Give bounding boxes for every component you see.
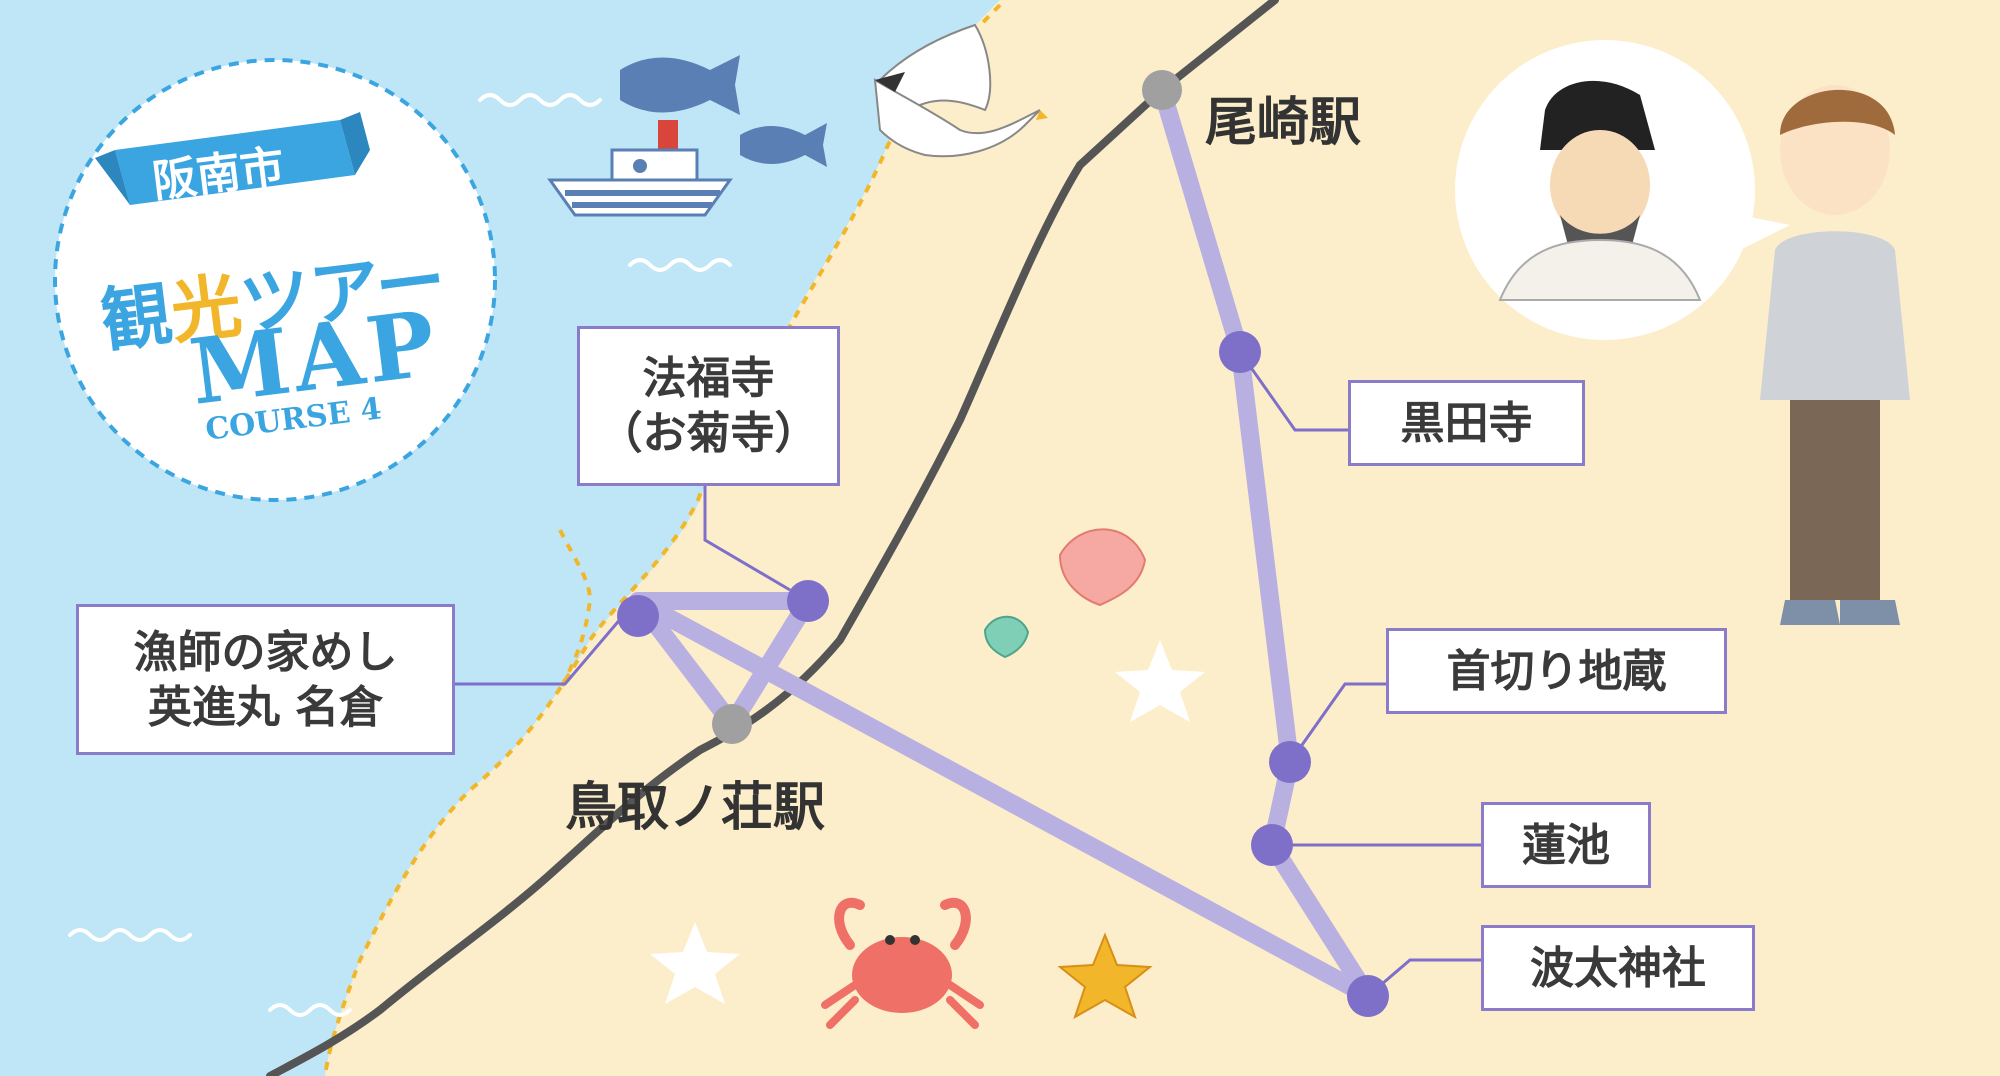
traveler-icon — [1760, 85, 1910, 625]
waves — [68, 93, 732, 1017]
title-badge — [53, 58, 497, 502]
ryoshi-label: 漁師の家めし 英進丸 名倉 — [76, 604, 455, 755]
title-kanji: 観 — [96, 272, 177, 363]
crab-icon — [821, 897, 984, 1029]
kurodadera-label: 黒田寺 — [1348, 380, 1585, 466]
shell-icon — [983, 528, 1147, 659]
hofukuji-label: 法福寺 （お菊寺） — [577, 326, 840, 486]
ryoshi-name: 漁師の家めし — [133, 626, 398, 678]
hofukuji-dot — [787, 580, 829, 622]
hofukuji-name: 法福寺 — [642, 353, 775, 404]
connector-lines — [455, 351, 1481, 998]
ryoshi-sub: 英進丸 名倉 — [147, 681, 384, 733]
bay-notch — [558, 529, 593, 691]
spot-dots — [617, 331, 1389, 1017]
route-lines — [629, 81, 1377, 1005]
hata-dot — [1347, 975, 1389, 1017]
kubikiri-label: 首切り地蔵 — [1386, 628, 1727, 714]
ozaki-station-label: 尾崎駅 — [1205, 93, 1362, 153]
seagull-icon — [873, 23, 1048, 158]
ozaki-station-dot — [1142, 70, 1182, 110]
tottori-station-dot — [712, 704, 752, 744]
kubikiri-dot — [1269, 741, 1311, 783]
hasuike-dot — [1251, 824, 1293, 866]
tottori-station-label: 鳥取ノ荘駅 — [565, 778, 826, 838]
coastline — [323, 3, 1002, 1076]
speech-bubble — [1455, 40, 1790, 340]
hasuike-label: 蓮池 — [1481, 802, 1651, 888]
boat-icon — [547, 120, 733, 217]
ryoshi-dot — [617, 595, 659, 637]
fish-icon — [620, 55, 827, 167]
kurodadera-dot — [1219, 331, 1261, 373]
hofukuji-alias: （お菊寺） — [598, 408, 819, 459]
starfish-icon — [650, 640, 1205, 1020]
hata-label: 波太神社 — [1481, 925, 1755, 1011]
